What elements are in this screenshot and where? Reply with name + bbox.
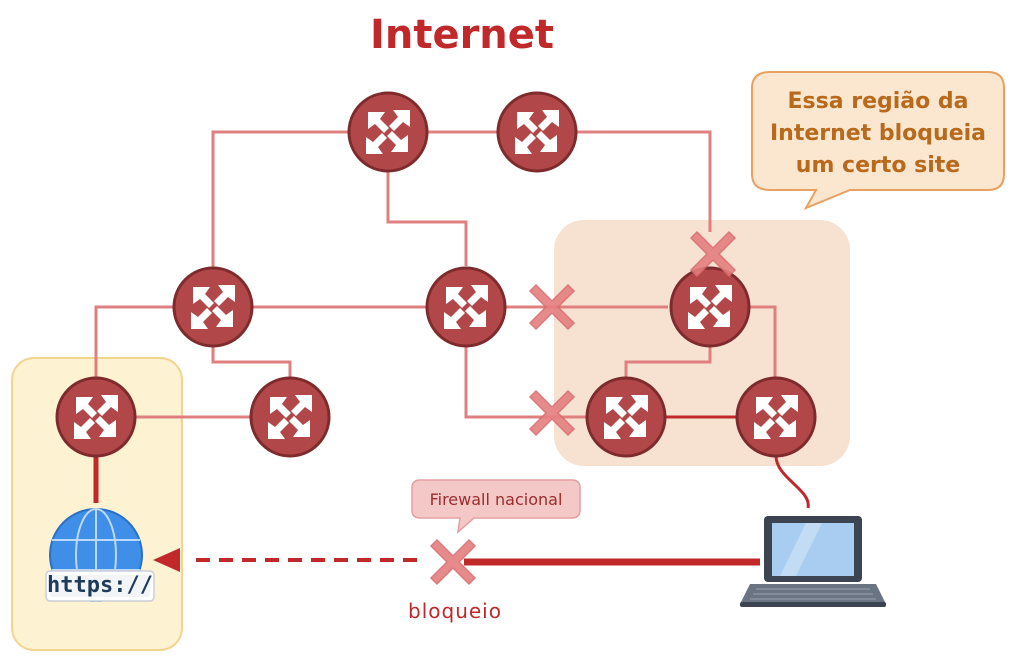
router-low-left [249,376,331,458]
router-blocked-right [735,376,817,458]
router-top-a [347,91,429,173]
router-site [55,376,137,458]
router-mid-left [172,266,254,348]
laptop-icon [740,516,886,607]
firewall-callout: Firewall nacional [411,479,581,534]
callout-line-3: um certo site [796,153,960,178]
firewall-label: Firewall nacional [430,490,563,509]
router-blocked-top [669,266,751,348]
router-mid-center [425,266,507,348]
callout-line-1: Essa região da [788,89,969,114]
router-blocked-left [585,376,667,458]
website-globe-icon: https:// [45,508,155,602]
block-label: bloqueio [408,599,502,623]
dark-links [93,415,810,572]
blocking-callout: Essa região da Internet bloqueia um cert… [751,71,1005,211]
network-links [94,130,777,419]
router-top-b [496,91,578,173]
site-url-label: https:// [47,573,153,598]
diagram-title: Internet [370,12,554,58]
callout-line-2: Internet bloqueia [770,121,986,146]
